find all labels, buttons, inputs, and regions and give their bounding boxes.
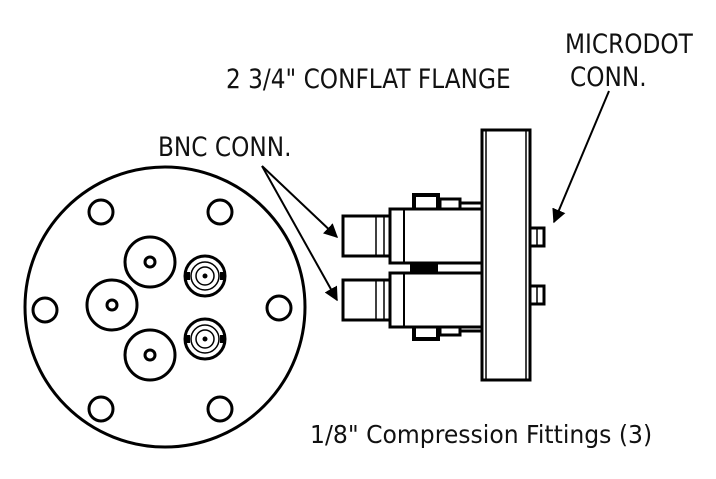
compression-fitting	[85, 278, 139, 332]
compression-fitting	[123, 235, 177, 289]
flange-face	[23, 165, 307, 449]
bolt-hole	[206, 198, 234, 226]
compression-fittings-front	[85, 235, 177, 382]
bolt-holes	[31, 198, 293, 423]
leader-arrows	[261, 90, 610, 302]
microdot-label-line2: CONN.	[570, 62, 647, 93]
flange-side-view	[341, 128, 546, 382]
microdot-label-line1: MICRODOT	[565, 29, 693, 60]
bnc-connector-side	[341, 271, 484, 329]
bnc-arrow-lower	[261, 165, 338, 302]
bnc-connector-side	[341, 207, 484, 274]
bnc-arrow-upper	[261, 165, 339, 238]
bnc-connector-front	[183, 317, 227, 361]
bolt-hole	[31, 296, 59, 324]
compression-fitting	[123, 328, 177, 382]
flange-label: 2 3/4" CONFLAT FLANGE	[226, 64, 511, 95]
flange-front-view	[23, 165, 307, 449]
microdot-arrow	[552, 90, 610, 224]
bnc-connector-front	[183, 254, 227, 298]
bolt-hole	[206, 395, 234, 423]
microdot-connectors-side	[528, 226, 546, 306]
bolt-hole	[87, 395, 115, 423]
bnc-connectors-front	[183, 254, 227, 361]
bolt-hole	[265, 294, 293, 322]
bolt-hole	[87, 198, 115, 226]
flange-body-side	[480, 128, 532, 382]
bnc-connector-label: BNC CONN.	[158, 132, 292, 163]
compression-fittings-label: 1/8" Compression Fittings (3)	[310, 420, 653, 449]
